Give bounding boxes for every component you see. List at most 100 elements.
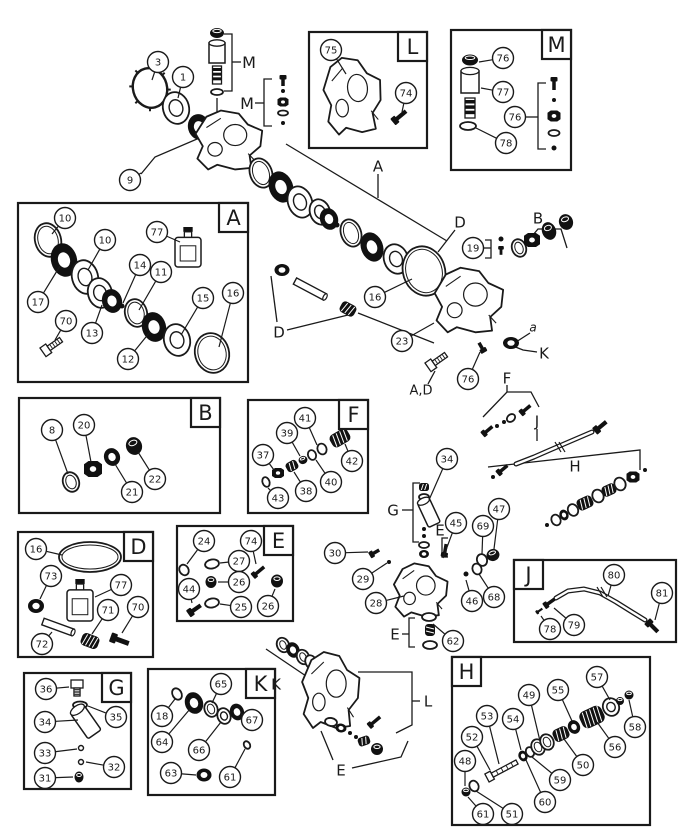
callout-number: 16: [369, 293, 382, 304]
callout-number: 69: [477, 522, 490, 533]
callout-number: 13: [86, 329, 99, 340]
callout-80: 80: [602, 563, 626, 597]
part-oring: [505, 413, 517, 423]
part-tube: [416, 496, 441, 528]
callout-number: 39: [281, 429, 294, 440]
callout-number: 41: [299, 414, 312, 425]
group-letter-E: E: [336, 761, 345, 779]
callout-number: 16: [227, 289, 240, 300]
part-dcap: [298, 455, 308, 465]
callout-number: 77: [497, 88, 510, 99]
callout-39: 39: [275, 421, 301, 457]
callout-number: 60: [539, 798, 552, 809]
callout-52: 52: [460, 725, 491, 771]
callout-number: 65: [215, 680, 228, 691]
section-box-L: L: [307, 30, 429, 150]
callout-number: 43: [272, 494, 285, 505]
part-dcap: [541, 222, 557, 240]
callout-76: 76: [503, 105, 527, 129]
section-label-box-J: [512, 558, 545, 591]
callout-number: 33: [39, 749, 52, 760]
callout-75: 75: [319, 38, 347, 75]
callout-34: 34: [33, 710, 79, 734]
callout-number: 29: [357, 575, 370, 586]
part-oring: [306, 449, 318, 461]
bracket-line-13: [437, 229, 456, 253]
part-bottle: [174, 227, 202, 268]
group-letter-L: L: [424, 692, 433, 710]
section-box-E: E: [175, 524, 295, 623]
callout-74: 74: [239, 529, 263, 565]
section-box-B: B: [17, 396, 222, 515]
part-cyl: [460, 66, 480, 94]
part-oring: [510, 238, 528, 258]
part-screw: [550, 77, 558, 90]
bracket-line-12: [357, 312, 435, 344]
part-oring: [171, 687, 183, 701]
part-darkring: [274, 264, 290, 276]
callout-number: 67: [246, 716, 259, 727]
part-bolt: [424, 351, 449, 373]
callout-number: 53: [481, 712, 494, 723]
part-dot: [495, 424, 499, 428]
part-coil: [357, 735, 371, 747]
part-rod: [40, 617, 76, 637]
callout-number: 44: [183, 585, 196, 596]
part-hex: [277, 97, 289, 107]
part-dot: [348, 731, 352, 735]
group-letter-D: D: [454, 213, 466, 231]
callout-number: 54: [507, 715, 520, 726]
bracket-line-26: [408, 617, 415, 648]
callout-number: 64: [156, 738, 169, 749]
callout-66: 66: [187, 721, 222, 762]
bracket-line-28: [358, 671, 413, 734]
callout-40: 40: [315, 459, 343, 494]
section-label-box-D: [122, 530, 155, 563]
group-letter-M: M: [240, 94, 254, 113]
callout-77: 77: [94, 573, 133, 598]
part-oring: [550, 513, 562, 527]
part-hex: [626, 471, 640, 483]
hose-1: [553, 586, 648, 623]
callout-number: 27: [233, 557, 246, 568]
callout-49: 49: [517, 683, 541, 742]
bracket-line-23: [412, 482, 420, 543]
part-darkring: [419, 550, 429, 558]
group-letter-F: F: [503, 369, 512, 387]
part-darkring: [319, 208, 339, 230]
callout-37: 37: [251, 443, 275, 471]
brackets-layer: [140, 33, 641, 769]
part-ring: [161, 91, 191, 125]
callout-70: 70: [54, 309, 78, 341]
section-box-H: H: [450, 655, 652, 827]
part-screw: [250, 565, 266, 579]
part-bolt: [483, 759, 519, 783]
part-hex: [547, 110, 561, 122]
callout-number: 47: [493, 505, 506, 516]
group-letter-E: E: [435, 521, 444, 539]
part-coil: [576, 495, 594, 511]
part-oring: [203, 700, 219, 718]
callout-number: 74: [400, 89, 413, 100]
callout-number: 57: [591, 673, 604, 684]
part-dot: [354, 735, 358, 739]
callout-number: 37: [257, 451, 270, 462]
group-letter-D: D: [273, 323, 285, 341]
bracket-line-15: [485, 239, 492, 259]
callout-29: 29: [351, 562, 388, 591]
callout-63: 63: [159, 761, 197, 785]
callout-56: 56: [596, 721, 627, 759]
callout-74: 74: [394, 81, 418, 113]
callout-number: 18: [156, 712, 169, 723]
part-screw: [366, 715, 382, 729]
group-letter-K: K: [271, 675, 282, 693]
callout-44: 44: [177, 577, 201, 604]
part-dcap: [125, 437, 143, 455]
callout-number: 38: [300, 487, 313, 498]
part-darkring: [50, 243, 78, 277]
parts-layer: [28, 28, 660, 797]
part-tube: [69, 703, 102, 739]
part-screw: [477, 341, 488, 354]
